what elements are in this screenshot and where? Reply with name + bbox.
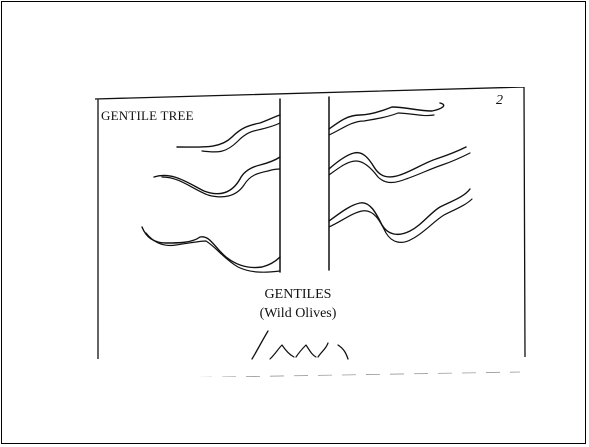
left-branch-bottom	[142, 227, 280, 272]
tree-drawing	[92, 87, 526, 377]
right-branch-top	[329, 103, 444, 135]
page-number: 2	[496, 93, 503, 109]
left-branch-middle	[154, 157, 280, 197]
right-branch-bottom	[329, 189, 472, 242]
right-branch-middle	[329, 147, 470, 183]
roots	[252, 331, 348, 359]
caption-wild-olives: (Wild Olives)	[238, 306, 358, 322]
diagram-title: GENTILE TREE	[101, 108, 194, 124]
illustration-card: GENTILE TREE 2 GENTILES (Wild Olives)	[92, 87, 526, 377]
caption-gentiles: GENTILES	[238, 287, 358, 303]
